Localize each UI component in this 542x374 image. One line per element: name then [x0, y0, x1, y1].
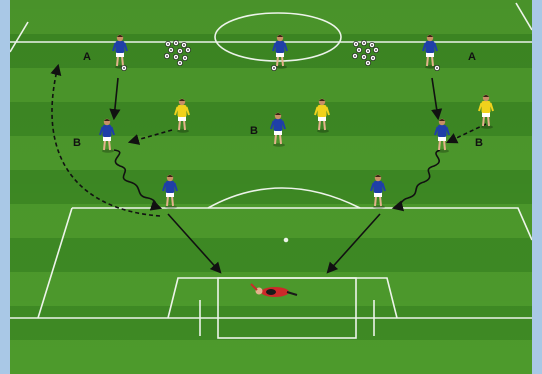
soccer-pitch: A A B B B [10, 0, 532, 374]
label-a-left: A [83, 51, 91, 63]
label-b-right: B [475, 137, 483, 149]
label-b-center: B [250, 125, 258, 137]
penalty-spot [285, 239, 288, 242]
pitch-drawing: A A B B B [10, 0, 532, 374]
label-a-right: A [468, 51, 476, 63]
label-b-left: B [73, 137, 81, 149]
